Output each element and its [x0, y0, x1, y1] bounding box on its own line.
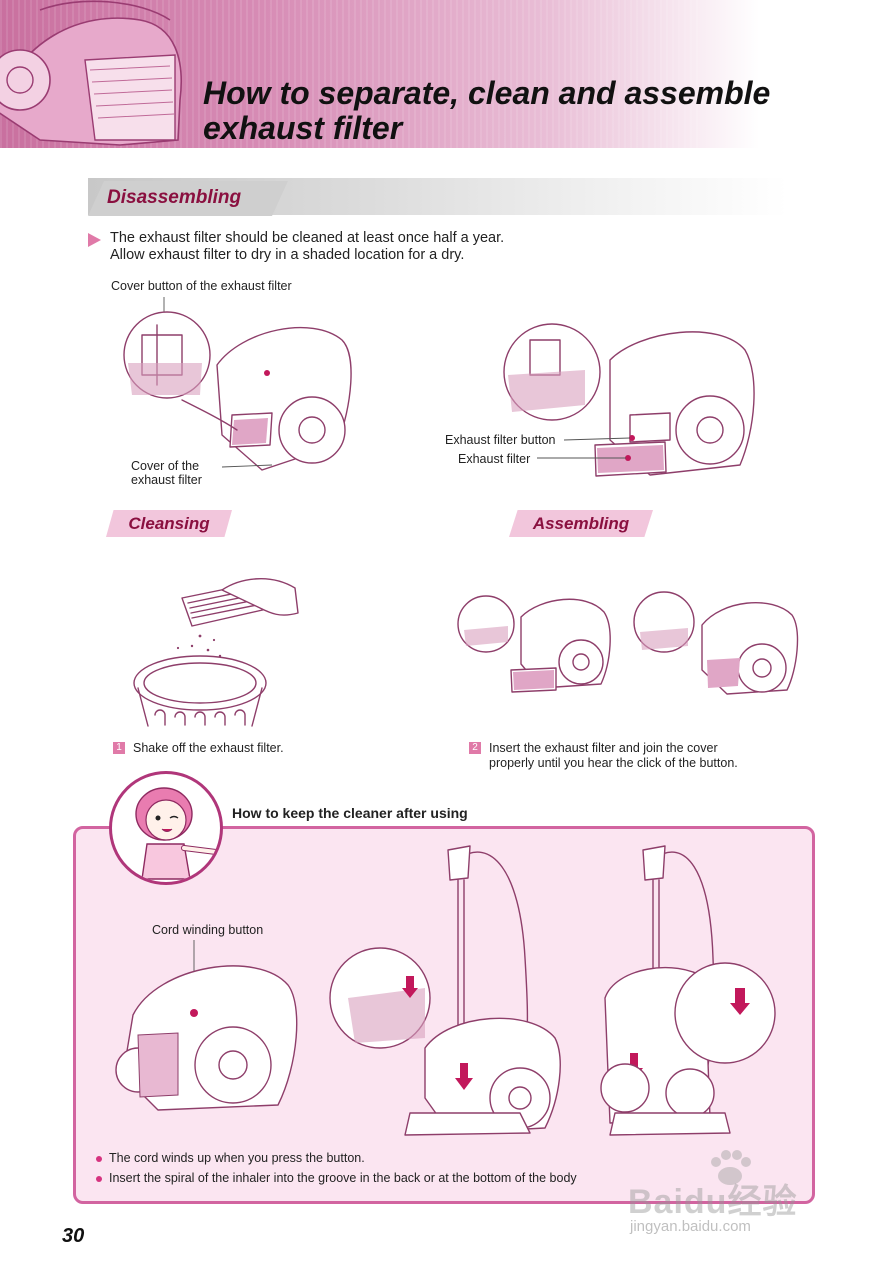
vacuum-assembly-illustration-1: [457, 595, 611, 693]
watermark-brand: Baidu经验: [628, 1183, 798, 1221]
page-number: 30: [62, 1225, 85, 1247]
label-cover: Cover of the exhaust filter: [131, 459, 202, 487]
intro-text: The exhaust filter should be cleaned at …: [110, 230, 504, 264]
section-title-assembling: Assembling: [509, 510, 653, 537]
page-title: How to separate, clean and assemble exha…: [203, 75, 771, 146]
section-title-disassembling: Disassembling: [107, 187, 242, 208]
vacuum-disassembly-right-illustration: [503, 323, 755, 477]
section-tab: [88, 181, 288, 216]
storage-tips-heading: How to keep the cleaner after using: [232, 805, 468, 821]
trash-bin-shaking-illustration: [133, 578, 299, 727]
vacuum-cord-winding-illustration: [115, 940, 298, 1111]
watermark-logo: Baidu经验 jingyan.baidu.com: [628, 1150, 838, 1244]
step-1-text: Shake off the exhaust filter.: [133, 741, 284, 755]
intro-line-1: The exhaust filter should be cleaned at …: [110, 230, 505, 246]
label-filter-button: Exhaust filter button: [445, 433, 556, 447]
header-banner: How to separate, clean and assemble exha…: [0, 0, 883, 148]
tip-bullet-1: The cord winds up when you press the but…: [96, 1151, 365, 1165]
step-1-number: 1: [113, 742, 125, 754]
intro-line-2: Allow exhaust filter to dry in a shaded …: [110, 247, 465, 263]
section-title-cleansing: Cleansing: [106, 510, 232, 537]
watermark-url: jingyan.baidu.com: [630, 1218, 751, 1235]
mascot-girl-icon: [135, 787, 219, 880]
triangle-bullet-icon: [88, 233, 101, 247]
step-2-text: Insert the exhaust filter and join the c…: [489, 741, 738, 770]
step-1-caption: 1 Shake off the exhaust filter.: [113, 741, 284, 756]
mascot-avatar: [109, 771, 223, 885]
label-cord-winding-button: Cord winding button: [152, 923, 264, 937]
vacuum-storage-back-illustration: [600, 845, 776, 1136]
tip-bullet-2: Insert the spiral of the inhaler into th…: [96, 1171, 577, 1185]
vacuum-header-illustration: [0, 0, 182, 146]
vacuum-storage-upright-illustration: [329, 845, 561, 1136]
vacuum-assembly-illustration-2: [633, 591, 799, 695]
vacuum-disassembly-left-illustration: [123, 297, 352, 471]
paw-icon: [711, 1150, 751, 1185]
label-filter: Exhaust filter: [458, 452, 531, 466]
step-2-number: 2: [469, 742, 481, 754]
label-cover-button: Cover button of the exhaust filter: [111, 279, 292, 293]
step-2-caption: 2 Insert the exhaust filter and join the…: [469, 741, 738, 771]
